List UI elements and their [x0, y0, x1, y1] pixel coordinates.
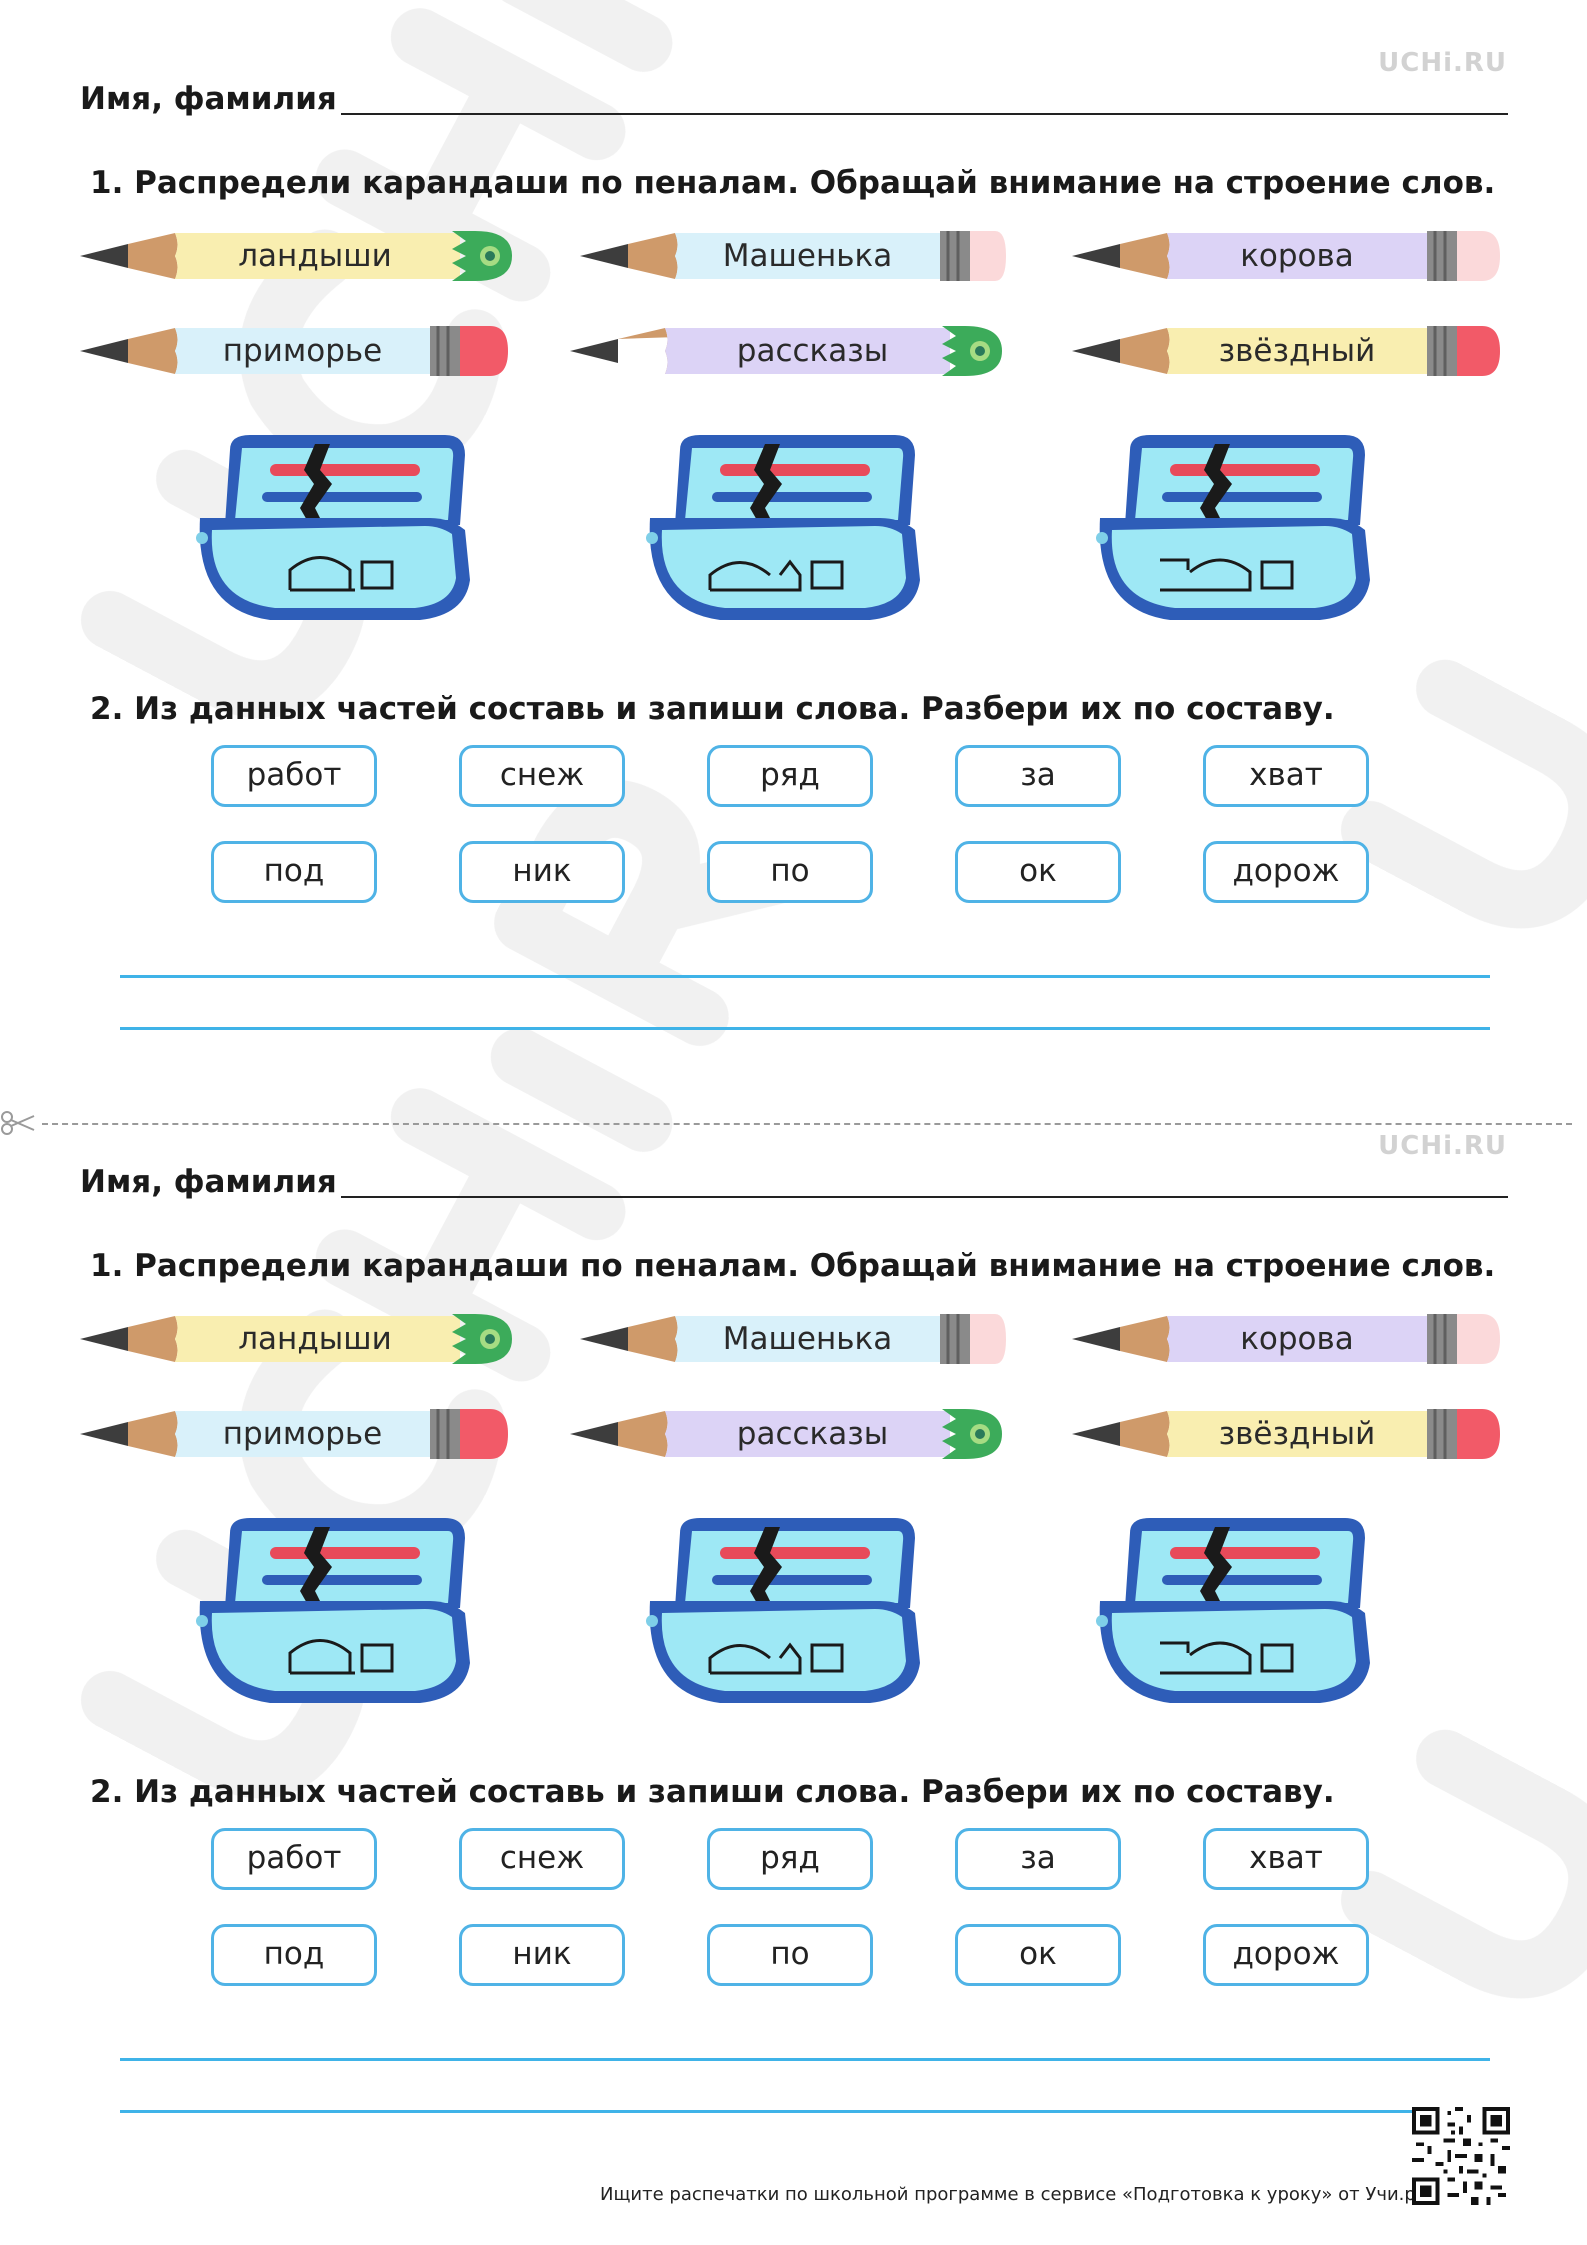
word-part-box[interactable]: ник	[459, 1924, 625, 1986]
pencil-red-eraser[interactable]: звёздный	[1072, 1405, 1512, 1463]
word-part-box[interactable]: хват	[1203, 745, 1369, 807]
word-part-box[interactable]: снеж	[459, 745, 625, 807]
word-part-box[interactable]: дорож	[1203, 841, 1369, 903]
task1-title: 1. Распредели карандаши по пеналам. Обра…	[90, 1248, 1496, 1284]
pencil-word: Машенька	[722, 238, 893, 274]
pencil-pink-eraser[interactable]: корова	[1072, 227, 1512, 285]
word-part-box[interactable]: ок	[955, 841, 1121, 903]
pencil-case-root-suffix-ending[interactable]	[190, 1513, 480, 1713]
cut-dashed-line	[42, 1123, 1572, 1125]
word-part-box[interactable]: по	[707, 841, 873, 903]
word-part-box[interactable]: ок	[955, 1924, 1121, 1986]
pencil-clip[interactable]: ландыши	[80, 227, 520, 285]
pencil-pink-eraser-icon	[1072, 231, 1500, 281]
word-part-box[interactable]: работ	[211, 745, 377, 807]
pencil-red-eraser-icon	[1072, 326, 1500, 376]
pencil-clip[interactable]: рассказы	[570, 322, 1010, 380]
pencil-word: рассказы	[736, 333, 889, 369]
pencil-red-eraser[interactable]: приморье	[80, 1405, 520, 1463]
answer-line[interactable]	[120, 2058, 1490, 2061]
pencil-pink-eraser[interactable]: Машенька	[580, 227, 1020, 285]
worksheet-top: UCHi.RU Имя, фамилия 1. Распредели каран…	[0, 0, 1587, 1082]
name-row: Имя, фамилия	[80, 84, 1508, 115]
pencil-pink-eraser-icon	[580, 231, 1006, 281]
pencil-pink-eraser[interactable]: корова	[1072, 1310, 1512, 1368]
pencil-case-root-root-ending[interactable]	[640, 1513, 930, 1713]
pencil-clip[interactable]: рассказы	[570, 1405, 1010, 1463]
pencil-case-root-suffix-ending[interactable]	[190, 430, 480, 630]
pencil-clip-icon	[570, 326, 1002, 376]
pencil-word: рассказы	[736, 1416, 889, 1452]
pencil-word: корова	[1240, 1321, 1354, 1357]
word-part-box[interactable]: под	[211, 1924, 377, 1986]
pencil-clip[interactable]: ландыши	[80, 1310, 520, 1368]
scissors-icon	[1, 1111, 35, 1135]
word-part-box[interactable]: снеж	[459, 1828, 625, 1890]
pencil-word: Машенька	[722, 1321, 893, 1357]
pencil-red-eraser-icon	[1072, 1409, 1500, 1459]
name-row: Имя, фамилия	[80, 1167, 1508, 1198]
word-part-box[interactable]: за	[955, 1828, 1121, 1890]
word-part-box[interactable]: ряд	[707, 1828, 873, 1890]
name-label: Имя, фамилия	[80, 1164, 337, 1200]
pencil-case-prefix-root-ending[interactable]	[1090, 1513, 1380, 1713]
word-part-box[interactable]: за	[955, 745, 1121, 807]
word-part-box[interactable]: ник	[459, 841, 625, 903]
pencil-pink-eraser-icon	[1072, 1314, 1500, 1364]
footer-text: Ищите распечатки по школьной программе в…	[600, 2184, 1433, 2205]
pencil-word: приморье	[222, 333, 383, 369]
word-part-box[interactable]: под	[211, 841, 377, 903]
pencil-pink-eraser[interactable]: Машенька	[580, 1310, 1020, 1368]
answer-line[interactable]	[120, 1027, 1490, 1030]
word-part-box[interactable]: хват	[1203, 1828, 1369, 1890]
name-field[interactable]	[340, 1172, 1508, 1198]
word-part-box[interactable]: дорож	[1203, 1924, 1369, 1986]
pencil-clip-icon	[570, 1409, 1002, 1459]
word-part-box[interactable]: по	[707, 1924, 873, 1986]
task1-title: 1. Распредели карандаши по пеналам. Обра…	[90, 165, 1496, 201]
uchi-logo: UCHi.RU	[1378, 1131, 1507, 1161]
task2-title: 2. Из данных частей составь и запиши сло…	[90, 691, 1335, 727]
answer-line[interactable]	[120, 2110, 1490, 2113]
word-part-box[interactable]: работ	[211, 1828, 377, 1890]
worksheet-bottom: UCHi.RU Имя, фамилия 1. Распредели каран…	[0, 1083, 1587, 2165]
pencil-word: приморье	[222, 1416, 383, 1452]
pencil-case-prefix-root-ending[interactable]	[1090, 430, 1380, 630]
pencil-case-root-root-ending[interactable]	[640, 430, 930, 630]
answer-line[interactable]	[120, 975, 1490, 978]
qr-code-icon[interactable]	[1412, 2107, 1510, 2205]
task2-title: 2. Из данных частей составь и запиши сло…	[90, 1774, 1335, 1810]
pencil-word: ландыши	[238, 238, 392, 274]
pencil-word: ландыши	[238, 1321, 392, 1357]
uchi-logo: UCHi.RU	[1378, 48, 1507, 78]
name-field[interactable]	[340, 89, 1508, 115]
pencil-word: звёздный	[1218, 333, 1376, 369]
cut-line	[0, 1110, 1587, 1136]
pencil-red-eraser[interactable]: приморье	[80, 322, 520, 380]
pencil-word: корова	[1240, 238, 1354, 274]
pencil-word: звёздный	[1218, 1416, 1376, 1452]
pencil-pink-eraser-icon	[580, 1314, 1006, 1364]
word-part-box[interactable]: ряд	[707, 745, 873, 807]
name-label: Имя, фамилия	[80, 81, 337, 117]
pencil-red-eraser[interactable]: звёздный	[1072, 322, 1512, 380]
